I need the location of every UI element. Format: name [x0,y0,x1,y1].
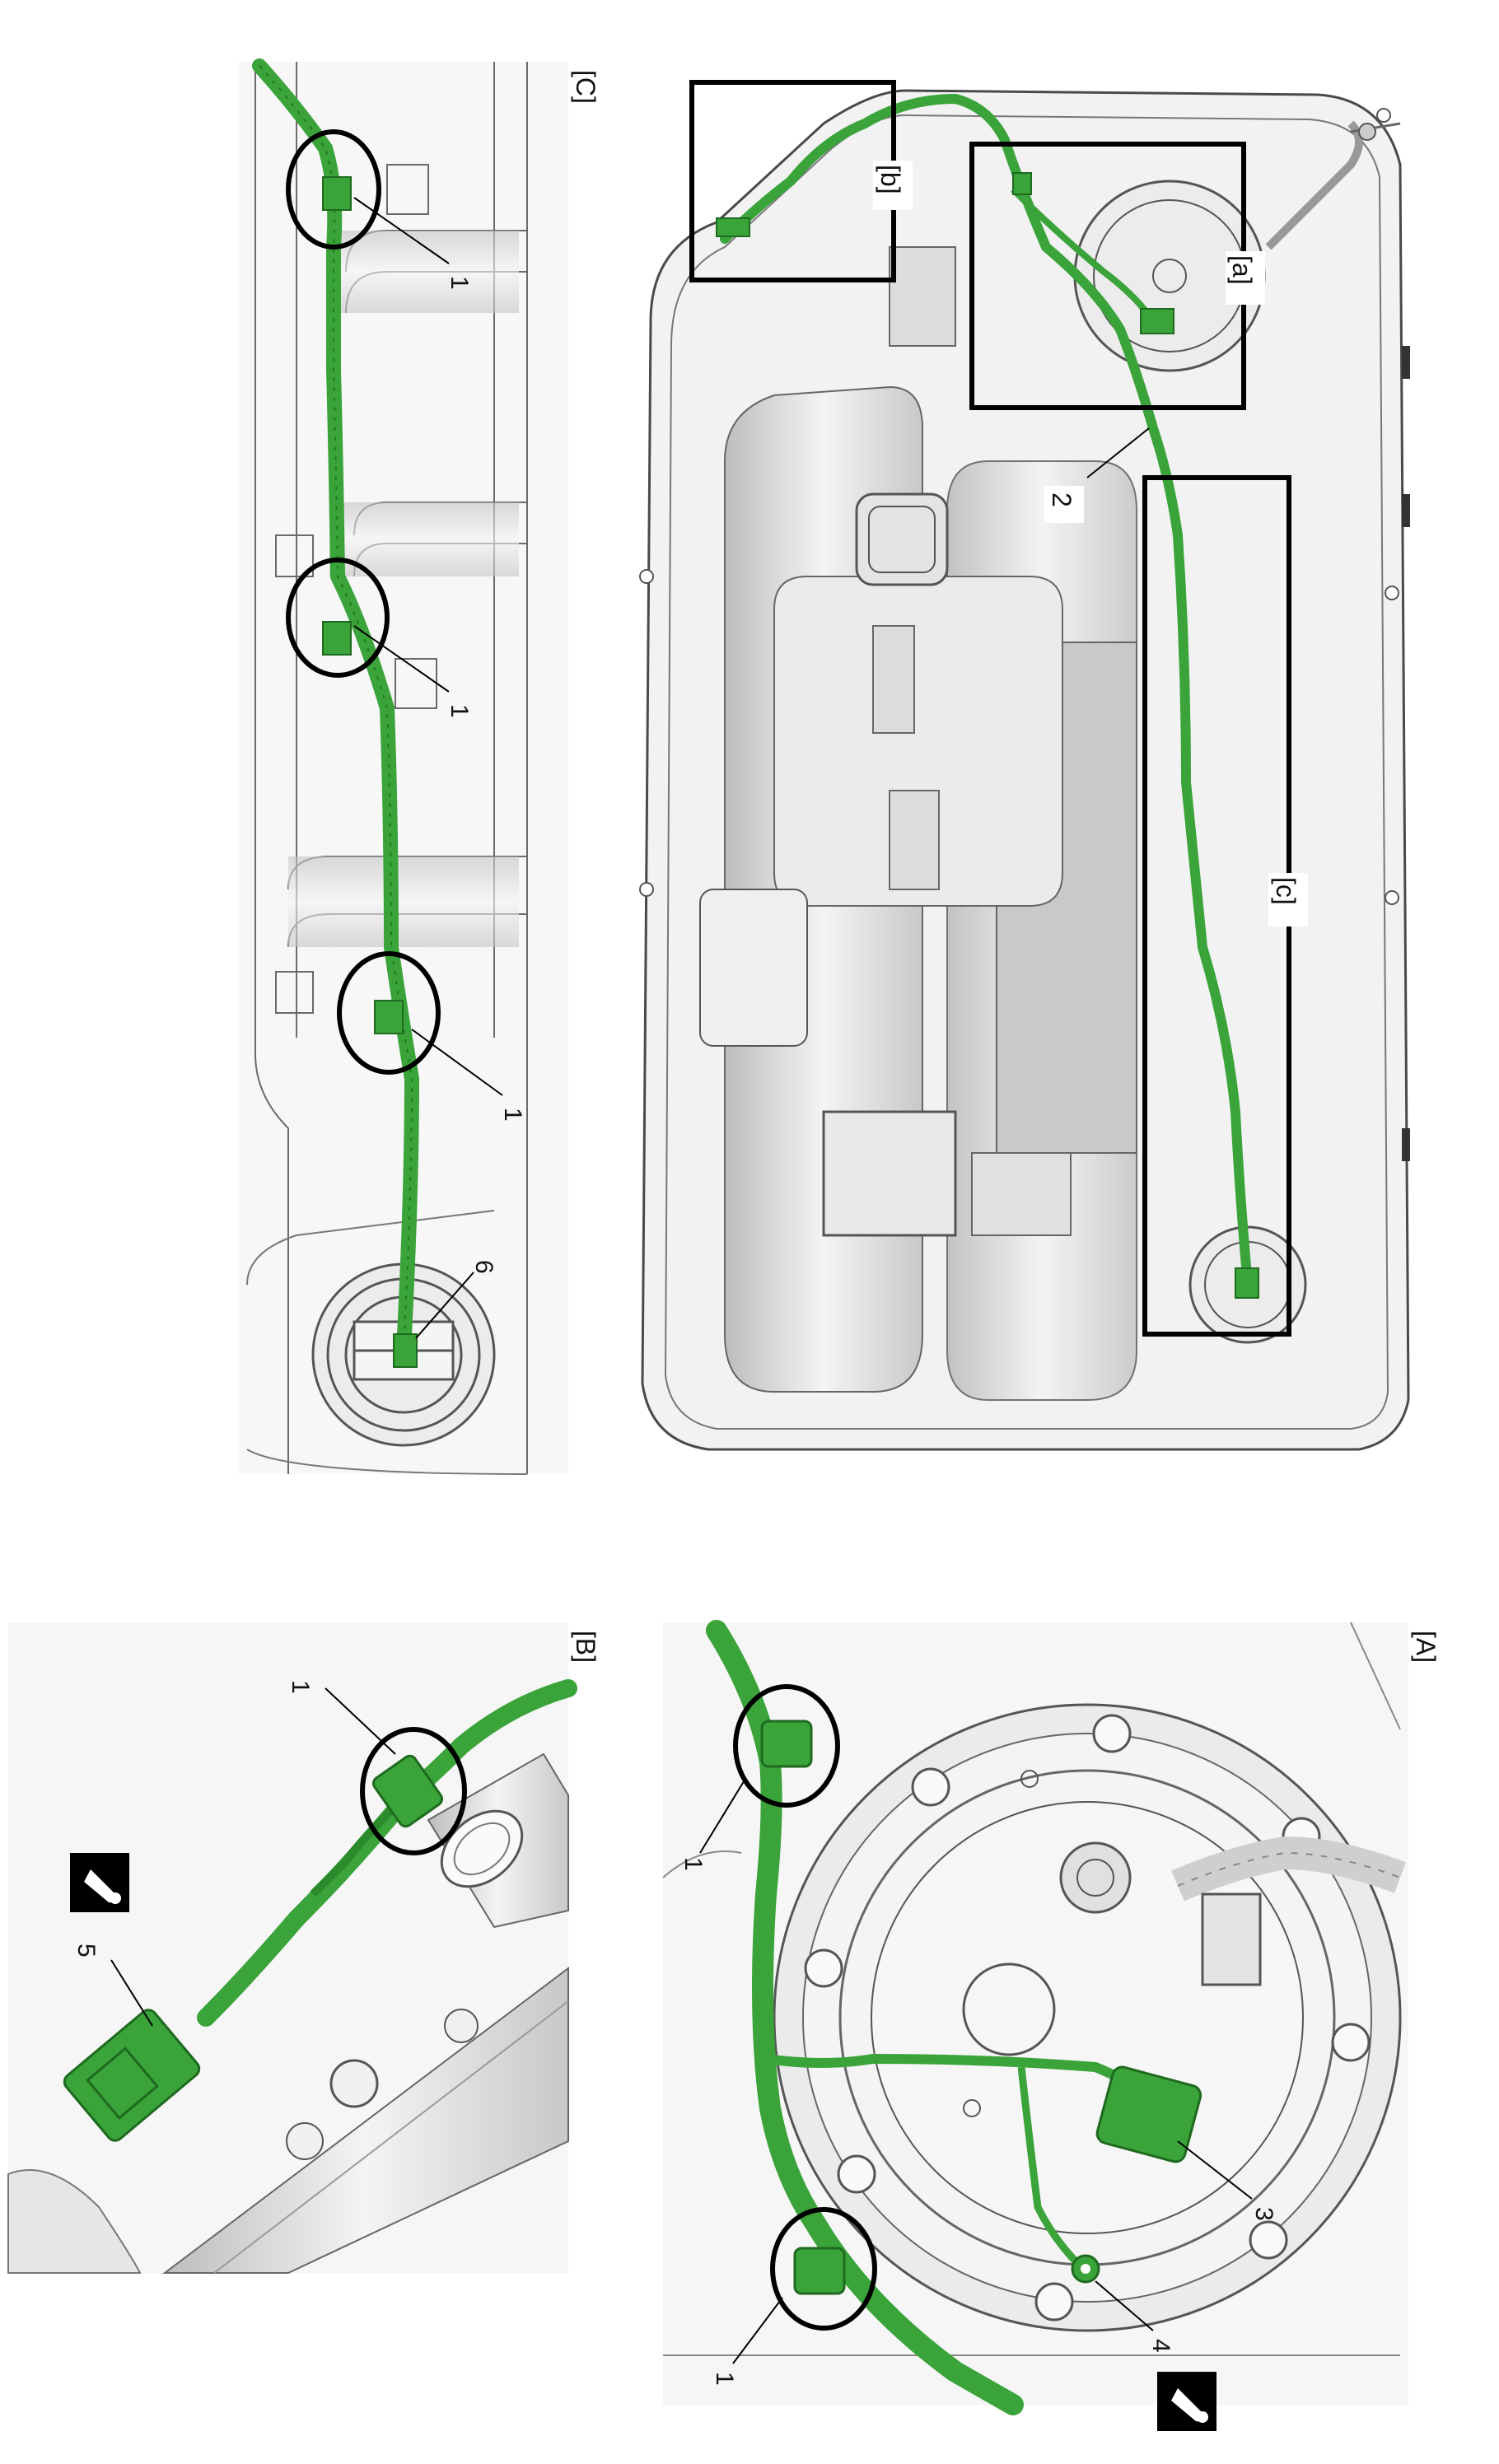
clip [793,2247,846,2295]
clip [1012,172,1032,195]
callout-circle [286,129,381,250]
callout-4: 4 [1147,2339,1174,2353]
callout-1: 1 [446,704,473,718]
callout-circle [733,1684,840,1808]
connector [1140,308,1174,334]
callout-circle [337,951,441,1075]
panel-a: 1 1 3 4 [A] [662,1620,1441,2431]
harness-overview [720,93,1253,1290]
clip [371,1754,444,1828]
clip [322,176,352,211]
clip [760,1720,813,1768]
callout-circle [286,558,390,678]
panel-a-label: [A] [1411,1631,1441,1663]
box-c-label: [c] [1271,877,1301,905]
panel-c-label: [C] [571,70,600,104]
callout-6: 6 [470,1260,497,1274]
callout-circle [770,2207,877,2331]
callout-2: 2 [1047,492,1076,507]
lubricant-icon [70,1853,129,1912]
callout-5: 5 [72,1944,100,1958]
callout-1: 1 [679,1857,707,1871]
panel-b-label: [B] [571,1631,600,1663]
connector [1095,2065,1202,2163]
callout-1: 1 [287,1680,314,1694]
box-b-label: [b] [876,165,905,194]
connector [63,2009,201,2142]
tank-overview: [b] [a] [c] 2 [639,80,1410,1451]
connector [393,1333,418,1368]
callout-circle [360,1727,467,1855]
box-a-label: [a] [1227,255,1257,285]
callout-1: 1 [446,276,473,290]
connector [1235,1267,1259,1299]
lubricant-icon [1157,2372,1216,2431]
clip [322,621,352,656]
callout-1: 1 [711,2372,738,2386]
callout-1: 1 [499,1108,526,1122]
panel-c: 1 1 1 6 [C] [239,58,600,1475]
clip [716,217,750,237]
clip [374,1000,404,1034]
panel-b: 1 5 [B] [7,1622,600,2274]
callout-3: 3 [1250,2207,1277,2221]
